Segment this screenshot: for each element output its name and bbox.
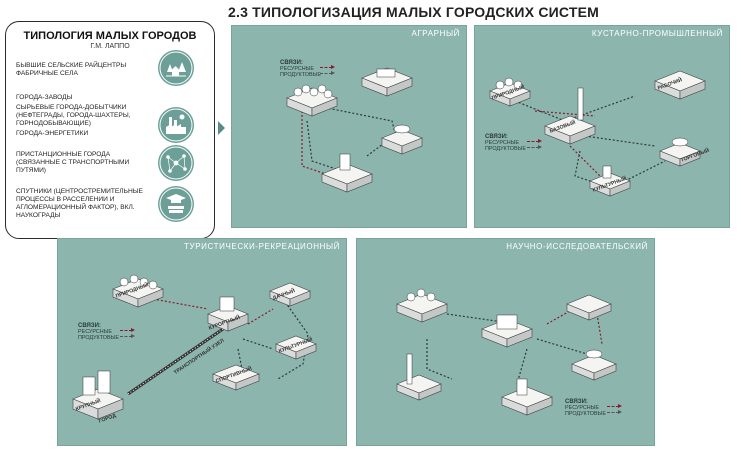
agrarian-scene [286, 67, 423, 193]
panel-title: АГРАРНЫЙ [411, 29, 460, 38]
legend-resources: РЕСУРСНЫЕ [78, 329, 113, 335]
typology-line: (СВЯЗАННЫЕ С ТРАНСПОРТНЫМИ [16, 159, 130, 166]
legend-products: ПРОДУКТОВЫЕ [565, 411, 606, 417]
panel-title: НАУЧНО-ИССЛЕДОВАТЕЛЬСКИЙ [506, 242, 648, 251]
legend-resources: РЕСУРСНЫЕ [280, 66, 315, 72]
resource-link-arrow-icon [527, 139, 542, 143]
panel-title: КУСТАРНО-ПРОМЫШЛЕННЫЙ [591, 29, 723, 38]
panel-science-research: НАУЧНО-ИССЛЕДОВАТЕЛЬСКИЙ [356, 238, 655, 446]
legend-label: СВЯЗИ: [280, 60, 303, 66]
typology-line: ГОРНОДОБЫВАЮЩИЕ) [16, 120, 91, 127]
product-link-arrow-icon [527, 145, 542, 149]
legend-products: ПРОДУКТОВЫЕ [78, 335, 119, 341]
panel-craft-industrial: КУСТАРНО-ПРОМЫШЛЕННЫЙ ПРИРОДНЫЙ Б [474, 25, 730, 228]
typology-line: СЫРЬЕВЫЕ ГОРОДА-ДОБЫТЧИКИ [16, 104, 127, 111]
village-trees-icon [158, 50, 194, 86]
typology-line: (НЕФТЕГРАДЫ, ГОРОДА-ШАХТЕРЫ, [16, 112, 131, 119]
product-link-arrow-icon [320, 71, 335, 75]
typology-line: СПУТНИКИ (ЦЕНТРОСТРЕМИТЕЛЬНЫЕ [16, 188, 143, 195]
network-nodes-icon [158, 145, 194, 181]
legend-label: СВЯЗИ: [565, 399, 588, 405]
resource-link-arrow-icon [120, 328, 135, 332]
legend-resources: РЕСУРСНЫЕ [485, 140, 520, 146]
legend-products: ПРОДУКТОВЫЕ [485, 146, 526, 152]
craft-scene [489, 70, 706, 197]
legend: СВЯЗИ: РЕСУРСНЫЕ ПРОДУКТОВЫЕ [565, 399, 606, 417]
product-link-arrow-icon [120, 334, 135, 338]
legend: СВЯЗИ: РЕСУРСНЫЕ ПРОДУКТОВЫЕ [78, 323, 119, 341]
typology-line: НАУКОГРАДЫ [16, 212, 61, 219]
legend: СВЯЗИ: РЕСУРСНЫЕ ПРОДУКТОВЫЕ [280, 60, 321, 78]
science-scene [396, 288, 617, 416]
flow-arrow-icon [218, 121, 225, 135]
typology-line: ПУТЯМИ) [16, 167, 47, 174]
panel-tourist-recreational: ТУРИСТИЧЕСКИ-РЕКРЕАЦИОННЫЙ [57, 238, 347, 446]
typology-author: Г.М. ЛАППО [90, 43, 130, 50]
typology-line: ГОРОДА-ЗАВОДЫ [16, 94, 73, 101]
legend-label: СВЯЗИ: [485, 134, 508, 140]
resource-link-arrow-icon [320, 65, 335, 69]
factory-industry-icon [158, 107, 194, 143]
legend-label: СВЯЗИ: [78, 323, 101, 329]
panel-agrarian: АГРАРНЫЙ СВЯЗИ: РЕСУРСНЫЕ ПРОДУКТОВЫЕ [231, 25, 467, 228]
resource-link-arrow-icon [607, 404, 622, 408]
product-link-arrow-icon [607, 410, 622, 414]
typology-line: ПРОЦЕССЫ В РАССЕЛЕНИИ И [16, 196, 115, 203]
typology-line: ПРИСТАНЦИОННЫЕ ГОРОДА [16, 151, 111, 158]
section-title: 2.3 ТИПОЛОГИЗАЦИЯ МАЛЫХ ГОРОДСКИХ СИСТЕМ [228, 4, 600, 20]
typology-line: БЫВШИЕ СЕЛЬСКИЕ РАЙЦЕНТРЫ [16, 62, 127, 69]
legend: СВЯЗИ: РЕСУРСНЫЕ ПРОДУКТОВЫЕ [485, 134, 526, 152]
typology-title: ТИПОЛОГИЯ МАЛЫХ ГОРОДОВ [23, 30, 197, 42]
graduation-books-icon [158, 186, 194, 222]
typology-line: ГОРОДА-ЭНЕРГЕТИКИ [16, 130, 89, 137]
legend-resources: РЕСУРСНЫЕ [565, 405, 600, 411]
panel-title: ТУРИСТИЧЕСКИ-РЕКРЕАЦИОННЫЙ [184, 242, 340, 251]
typology-line: АГЛОМЕРАЦИОННЫЙ ФАКТОР), ВКЛ. [16, 204, 135, 211]
typology-line: ФАБРИЧНЫЕ СЕЛА [16, 70, 78, 77]
typology-card: ТИПОЛОГИЯ МАЛЫХ ГОРОДОВ Г.М. ЛАППО БЫВШИ… [5, 21, 215, 239]
legend-products: ПРОДУКТОВЫЕ [280, 72, 321, 78]
tourist-scene [72, 274, 317, 420]
